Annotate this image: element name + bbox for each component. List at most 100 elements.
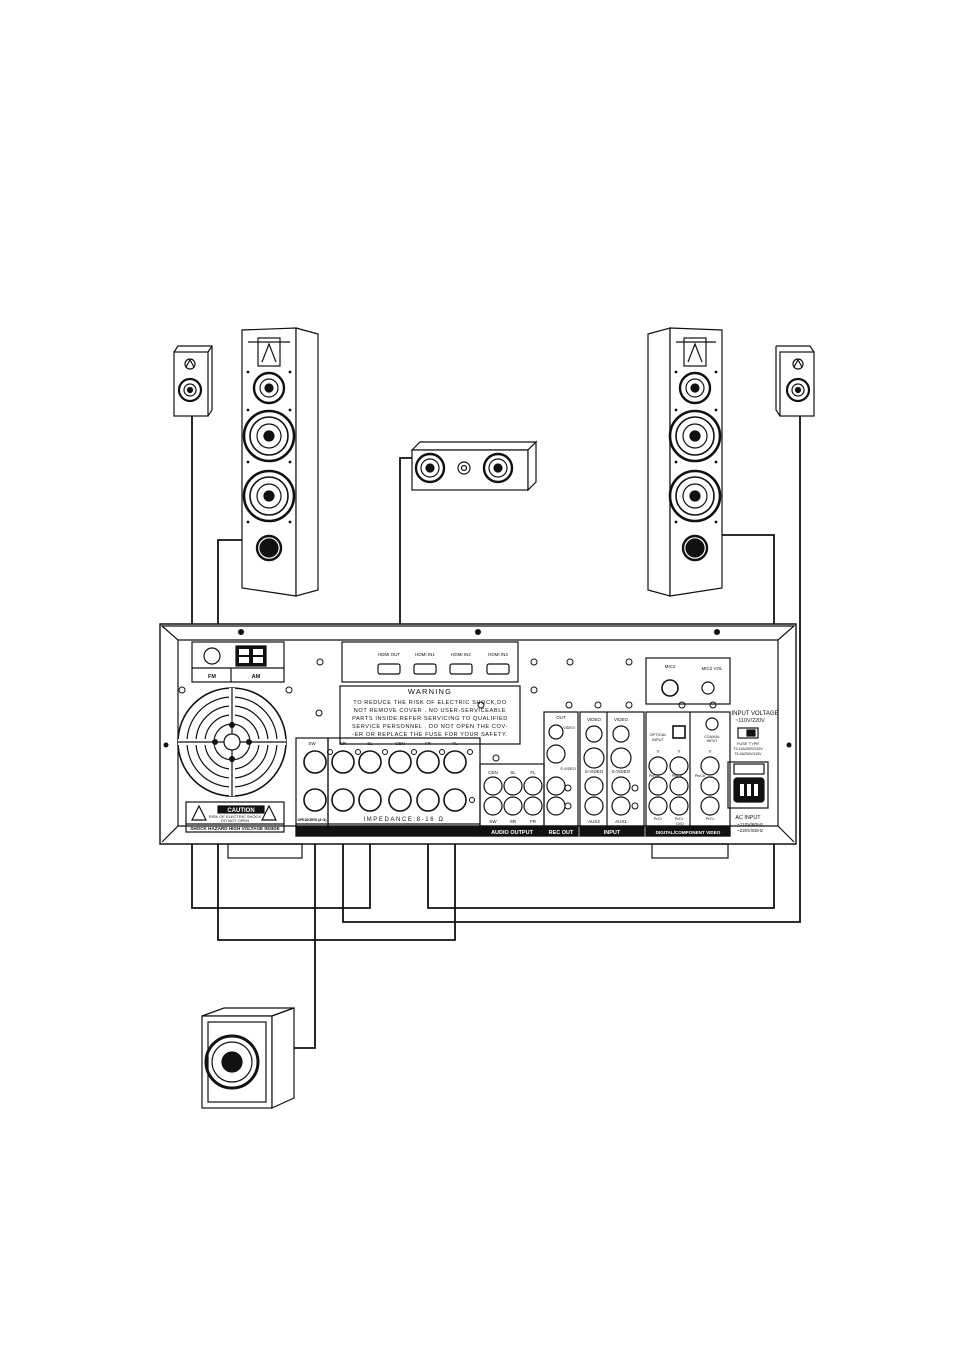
sr-terminal-bottom[interactable] (331, 788, 355, 812)
component-pr-label-3: Pr/Cr (706, 817, 715, 821)
rec-out-panel (543, 711, 579, 837)
warning-line-5: -ER OR REPLACE THE FUSE FOR YOUR SAFETY. (352, 732, 507, 738)
audio-out-sr-jack[interactable] (503, 796, 523, 816)
aux1-audio-right-jack[interactable] (611, 796, 631, 816)
audio-out-fr-jack[interactable] (523, 796, 543, 816)
digital-component-title: DIGITAL/COMPONENT VIDEO (656, 830, 721, 835)
cen-terminal-top[interactable] (388, 750, 412, 774)
rec-out-svideo-jack[interactable] (546, 744, 566, 764)
component-y-label-1: Y (656, 749, 659, 754)
voltage-selector-switch[interactable] (737, 727, 759, 739)
component-dvd-label: DVD (676, 822, 684, 826)
speaker-label-sl: SL (367, 741, 373, 746)
cooling-fan (177, 687, 287, 797)
sl-terminal-bottom[interactable] (358, 788, 382, 812)
ac-input-rating-2: ~220V/50Hz (737, 828, 764, 834)
component-pr-jack-1[interactable] (648, 796, 668, 816)
audio-out-cen-jack[interactable] (483, 776, 503, 796)
rec-out-video-jack[interactable] (548, 724, 564, 740)
audio-out-fr-label: FR (530, 819, 537, 824)
speaker-label-fr: FR (425, 741, 432, 746)
audio-out-cen-label: CEN (488, 770, 498, 775)
sw-terminal-top[interactable] (303, 750, 327, 774)
av-input-panel (579, 711, 645, 837)
impedance-label: IMPEDANCE:8-16 Ω (363, 817, 444, 823)
aux2-svideo-jack[interactable] (583, 747, 605, 769)
aux1-svideo-jack[interactable] (610, 747, 632, 769)
audio-out-sw-jack[interactable] (483, 796, 503, 816)
hdmi-in1-port[interactable] (413, 663, 437, 675)
fr-terminal-bottom[interactable] (416, 788, 440, 812)
coaxial-input-jack[interactable] (705, 717, 719, 731)
am-label: AM (252, 674, 261, 680)
wire-front-right (427, 534, 775, 909)
hdmi-in3-port[interactable] (486, 663, 510, 675)
speaker-label-fl: FL (452, 741, 458, 746)
component-pb-label-1: Pb/Cb (649, 774, 659, 778)
power-panel (727, 727, 769, 809)
fr-terminal-top[interactable] (416, 750, 440, 774)
cen-terminal-bottom[interactable] (388, 788, 412, 812)
av-receiver-rear-panel (159, 623, 797, 859)
component-pr-label-2: Pr/Cr (675, 817, 684, 821)
rec-out-svideo-label: S-VIDEO (560, 767, 576, 771)
rec-out-audio-right-jack[interactable] (546, 796, 566, 816)
tuner-antenna-panel (191, 641, 285, 683)
component-pb-jack-2[interactable] (669, 776, 689, 796)
component-pr-jack-3[interactable] (700, 796, 720, 816)
surround-right-speaker (775, 345, 815, 417)
coaxial-label: COAXIAL (704, 735, 720, 739)
component-y-jack-1[interactable] (648, 756, 668, 776)
input-video-label-aux2: VIDEO (587, 717, 602, 722)
input-aux2-label: AUX2 (588, 819, 600, 824)
component-y-jack-2[interactable] (669, 756, 689, 776)
fuse-holder[interactable] (733, 763, 765, 775)
wire-subwoofer (294, 762, 316, 1049)
component-y-label-3: Y (708, 749, 711, 754)
component-y-jack-3[interactable] (700, 756, 720, 776)
audio-out-fl-label: FL (530, 770, 536, 775)
component-pb-jack-3[interactable] (700, 776, 720, 796)
aux1-audio-left-jack[interactable] (611, 776, 631, 796)
input-svideo-label-aux1: S-VIDEO (612, 769, 631, 774)
input-title: INPUT (604, 830, 621, 836)
rec-out-audio-left-jack[interactable] (546, 776, 566, 796)
fuse-type-label: FUSE TYPE (737, 741, 759, 746)
component-pb-jack-1[interactable] (648, 776, 668, 796)
aux2-audio-right-jack[interactable] (584, 796, 604, 816)
subwoofer-speaker (201, 1007, 295, 1109)
sr-terminal-top[interactable] (331, 750, 355, 774)
aux1-video-jack[interactable] (612, 725, 630, 743)
fm-antenna-jack[interactable] (203, 647, 221, 665)
aux2-audio-left-jack[interactable] (584, 776, 604, 796)
audio-out-sl-jack[interactable] (503, 776, 523, 796)
audio-out-sr-label: SR (510, 819, 517, 824)
hdmi-panel (341, 641, 519, 683)
fl-terminal-bottom[interactable] (443, 788, 467, 812)
warning-line-3: PARTS INSIDE.REFER SERVICING TO QUALIFIE… (352, 716, 508, 722)
aux2-video-jack[interactable] (585, 725, 603, 743)
mic2-volume-knob[interactable] (701, 681, 715, 695)
sl-terminal-top[interactable] (358, 750, 382, 774)
optical-input-port[interactable] (672, 725, 686, 739)
audio-out-sl-label: SL (510, 770, 516, 775)
panel-text: FM AM HDMI OUT HDMI IN1 HDMI IN2 HDMI IN… (190, 652, 778, 836)
optical-input-label: INPUT (652, 737, 665, 742)
ac-input-title: AC INPUT (735, 815, 761, 821)
fuse-rating-2: T6.3A250V/110V (734, 752, 762, 756)
caution-title: CAUTION (227, 808, 254, 814)
fl-terminal-top[interactable] (443, 750, 467, 774)
input-svideo-label-aux2: S-VIDEO (585, 769, 604, 774)
hdmi-out-port[interactable] (377, 663, 401, 675)
fm-label: FM (208, 674, 216, 680)
wire-front-left (217, 539, 456, 941)
center-speaker (410, 440, 538, 492)
audio-out-fl-jack[interactable] (523, 776, 543, 796)
caution-line-2: DO NOT OPEN (221, 818, 249, 823)
hdmi-in2-port[interactable] (449, 663, 473, 675)
component-pr-jack-2[interactable] (669, 796, 689, 816)
mic2-jack[interactable] (661, 679, 679, 697)
sw-terminal-bottom[interactable] (303, 788, 327, 812)
ac-input-socket[interactable] (727, 761, 769, 809)
front-left-tower-speaker (241, 327, 319, 597)
